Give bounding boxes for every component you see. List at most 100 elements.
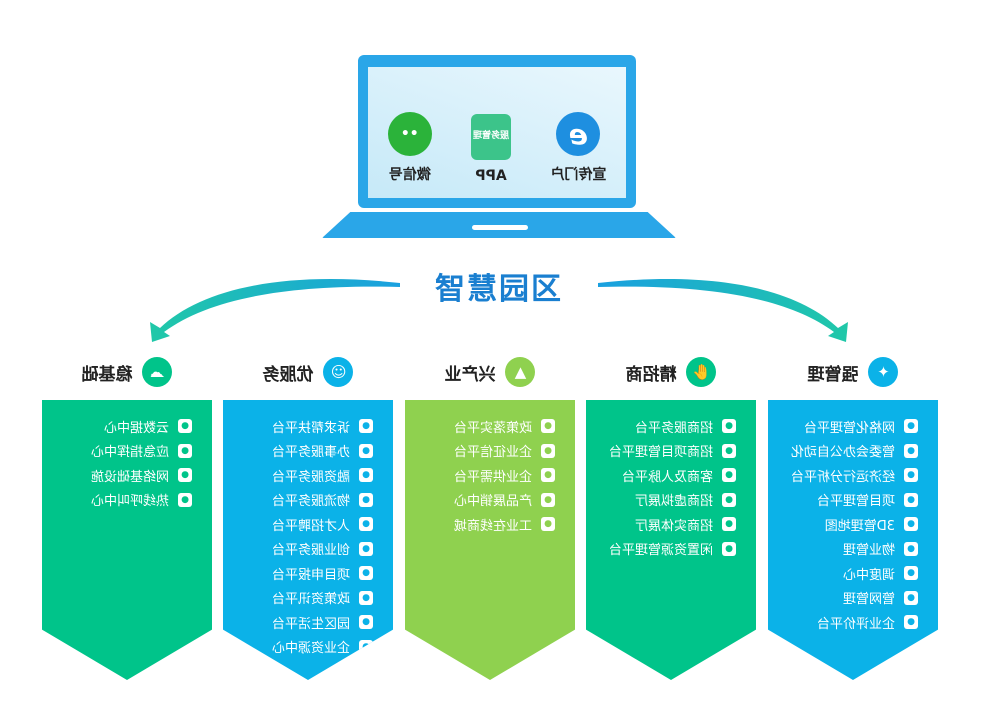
item-label: 管委会办公自动化 (790, 445, 895, 461)
column-4: ☁ 稳基础 ●云数据中心●应急指挥中心●网络基础设施●热线呼叫中心 (42, 355, 212, 389)
item-label: 企业评价平台 (816, 616, 895, 632)
list-item[interactable]: ●管网管理 (768, 586, 918, 611)
item-label: 调度中心 (842, 567, 895, 583)
handshake-icon: ✋ (686, 357, 717, 387)
item-icon: ● (722, 517, 736, 531)
item-label: 管网管理 (842, 592, 895, 608)
item-label: 招商虚拟展厅 (634, 494, 713, 510)
item-icon: ● (904, 615, 918, 629)
item-icon: ● (359, 444, 373, 458)
item-icon: ● (904, 419, 918, 433)
item-label: 项目申报平台 (271, 567, 350, 583)
list-item[interactable]: ●产品展销中心 (405, 488, 555, 513)
list-item[interactable]: ●物流服务平台 (223, 488, 373, 513)
list-item[interactable]: ●应急指挥中心 (42, 439, 192, 464)
list-item[interactable]: ● 园区生活平台 (223, 610, 373, 635)
list-item[interactable]: ● 政策落实平台 (405, 414, 555, 439)
column-panel: ● 政策落实平台 ●企业征信平台 ● 企业供需平台 ●产品展销中心 ● 工业在线商城 (405, 400, 575, 680)
list-item[interactable]: ● 招商实体展厅 (586, 512, 736, 537)
item-icon: ● (722, 444, 736, 458)
wrench-icon: ✦ (868, 357, 899, 387)
column-title: 稳基础 (81, 364, 133, 385)
item-label: 企业供需平台 (453, 469, 532, 485)
list-item[interactable]: ● 企业评价平台 (768, 610, 918, 635)
list-item[interactable]: ●闲置资源管理平台 (586, 537, 736, 562)
list-item[interactable]: ● 企业供需平台 (405, 463, 555, 488)
list-item[interactable]: ●政策资讯平台 (223, 586, 373, 611)
list-item[interactable]: ●办事服务平台 (223, 439, 373, 464)
item-icon: ● (541, 468, 555, 482)
smiley-icon: ☺ (323, 357, 354, 387)
column-3: ☺ 优服务 ●诉求帮扶平台●办事服务平台●融资服务平台●物流服务平台●人才招聘平… (223, 355, 393, 389)
item-icon: ● (722, 493, 736, 507)
arrow-left (598, 279, 848, 342)
list-item[interactable]: ●经济运行分析平台 (768, 463, 918, 488)
item-label: 诉求帮扶平台 (271, 420, 350, 436)
item-icon: ● (359, 517, 373, 531)
list-item[interactable]: ● 工业在线商城 (405, 512, 555, 537)
item-label: 热线呼叫中心 (90, 494, 169, 510)
item-label: 应急指挥中心 (90, 445, 169, 461)
list-item[interactable]: ●网络基础设施 (42, 463, 192, 488)
column-title: 精招商 (625, 364, 677, 385)
item-icon: ● (178, 419, 192, 433)
item-label: 闲置资源管理平台 (608, 543, 713, 559)
list-item[interactable]: ●人才招聘平台 (223, 512, 373, 537)
column-1: ✋ 精招商 ●招商服务平台●招商项目管理平台●客商及人脉平台●招商虚拟展厅●招商… (586, 355, 756, 389)
list-item[interactable]: ●融资服务平台 (223, 463, 373, 488)
item-icon: ● (722, 468, 736, 482)
list-item[interactable]: ● 调度中心 (768, 561, 918, 586)
column-header: ✦ 强管理 (768, 355, 938, 389)
item-label: 政策落实平台 (453, 420, 532, 436)
list-item[interactable]: ●云数据中心 (42, 414, 192, 439)
item-icon: ● (359, 591, 373, 605)
item-icon: ● (904, 542, 918, 556)
list-item[interactable]: ● 诉求帮扶平台 (223, 414, 373, 439)
item-label: 工业在线商城 (453, 518, 532, 534)
list-item[interactable]: ● 招商虚拟展厅 (586, 488, 736, 513)
item-icon: ● (904, 566, 918, 580)
item-label: 企业征信平台 (453, 445, 532, 461)
column-header: ✋ 精招商 (586, 355, 756, 389)
column-2: ▲ 兴产业 ●政策落实平台●企业征信平台●企业供需平台●产品展销中心●工业在线商… (405, 355, 575, 389)
item-label: 客商及人脉平台 (621, 469, 713, 485)
list-item[interactable]: ●网格化管理平台 (768, 414, 918, 439)
list-item[interactable]: ● 创业服务平台 (223, 537, 373, 562)
column-panel: ●云数据中心●应急指挥中心●网络基础设施●热线呼叫中心 (42, 400, 212, 680)
list-item[interactable]: ●3D管理地图 (768, 512, 918, 537)
item-icon: ● (359, 566, 373, 580)
item-label: 招商项目管理平台 (608, 445, 713, 461)
list-item[interactable]: ●项目管理平台 (768, 488, 918, 513)
item-label: 招商实体展厅 (634, 518, 713, 534)
list-item[interactable]: ●管委会办公自动化 (768, 439, 918, 464)
list-item[interactable]: ● 项目申报平台 (223, 561, 373, 586)
item-label: 物业管理 (842, 543, 895, 559)
item-icon: ● (359, 468, 373, 482)
item-label: 网络基础设施 (90, 469, 169, 485)
item-label: 创业服务平台 (271, 543, 350, 559)
item-icon: ● (722, 419, 736, 433)
item-icon: ● (178, 493, 192, 507)
item-label: 3D管理地图 (824, 518, 895, 534)
item-icon: ● (359, 493, 373, 507)
column-title: 强管理 (807, 364, 859, 385)
item-icon: ● (359, 419, 373, 433)
list-item[interactable]: ● 招商项目管理平台 (586, 439, 736, 464)
column-panel: ●招商服务平台●招商项目管理平台●客商及人脉平台●招商虚拟展厅●招商实体展厅●闲… (586, 400, 756, 680)
list-item[interactable]: ●企业征信平台 (405, 439, 555, 464)
item-label: 经济运行分析平台 (790, 469, 895, 485)
list-item[interactable]: ● 物业管理 (768, 537, 918, 562)
item-icon: ● (359, 615, 373, 629)
item-icon: ● (541, 419, 555, 433)
list-item[interactable]: ● 热线呼叫中心 (42, 488, 192, 513)
column-title: 兴产业 (444, 364, 496, 385)
list-item[interactable]: ● 客商及人脉平台 (586, 463, 736, 488)
list-item[interactable]: ●招商服务平台 (586, 414, 736, 439)
item-label: 园区生活平台 (271, 616, 350, 632)
cloud-server-icon: ☁ (142, 357, 173, 387)
item-icon: ● (541, 517, 555, 531)
item-icon: ● (359, 542, 373, 556)
column-header: ☺ 优服务 (223, 355, 393, 389)
